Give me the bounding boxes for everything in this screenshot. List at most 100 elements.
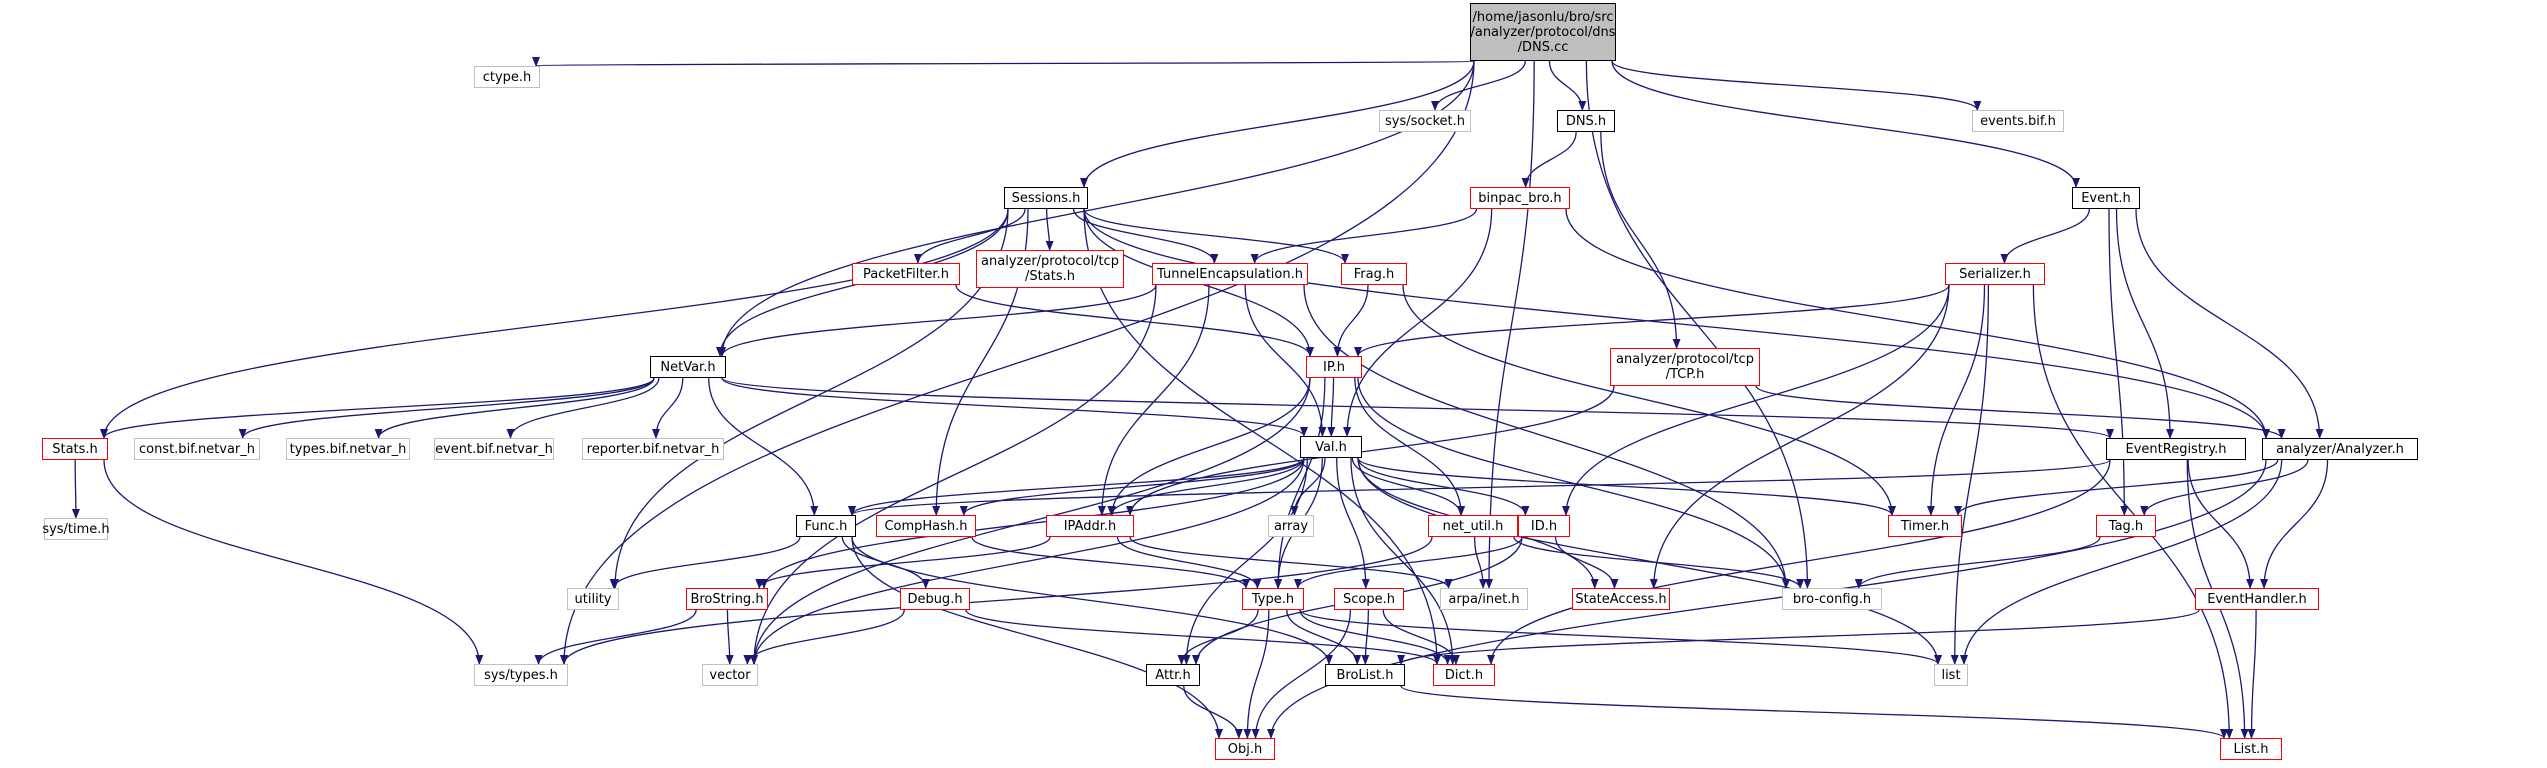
edge-iph-to-typeh xyxy=(1274,377,1326,589)
edge-valh-to-brostring xyxy=(760,457,1305,589)
node-binpac-bro-h[interactable]: binpac_bro.h xyxy=(1470,187,1570,209)
edge-typeh-to-list xyxy=(1299,609,1942,665)
edge-scope-to-dict xyxy=(1382,609,1460,665)
node-val-h[interactable]: Val.h xyxy=(1300,436,1362,458)
edge-tunnel-to-valh xyxy=(1244,284,1327,437)
edge-frag-to-timer xyxy=(1402,284,1896,516)
edge-tunnel-to-broconfig xyxy=(1303,284,1790,589)
node-timer-h[interactable]: Timer.h xyxy=(1888,515,1962,537)
node-utility[interactable]: utility xyxy=(567,588,619,610)
node-event-bif-netvar-h[interactable]: event.bif.netvar_h xyxy=(434,438,554,460)
node-serializer-h[interactable]: Serializer.h xyxy=(1945,263,2045,285)
node-scope-h[interactable]: Scope.h xyxy=(1334,588,1404,610)
node-tcp-stats-h[interactable]: analyzer/protocol/tcp /Stats.h xyxy=(976,250,1124,288)
node-type-h[interactable]: Type.h xyxy=(1242,588,1304,610)
edge-iph-to-netutil xyxy=(1354,377,1466,516)
node-eventhandler-h[interactable]: EventHandler.h xyxy=(2195,588,2319,610)
edge-typeh-to-obj xyxy=(1243,609,1270,739)
node-sys-time-h[interactable]: sys/time.h xyxy=(42,518,110,540)
edge-netvar-to-valh xyxy=(721,377,1308,437)
node-types-bif-netvar-h[interactable]: types.bif.netvar_h xyxy=(286,438,410,460)
node-analyzer-h[interactable]: analyzer/Analyzer.h xyxy=(2262,438,2418,460)
node-list[interactable]: list xyxy=(1934,664,1968,686)
edge-sessions-to-frag xyxy=(1083,208,1349,264)
node-debug-h[interactable]: Debug.h xyxy=(900,588,970,610)
edge-binpac-to-valh xyxy=(1343,208,1493,437)
edge-valh-to-vector xyxy=(750,457,1305,665)
node-dns-cc[interactable]: /home/jasonlu/bro/src /analyzer/protocol… xyxy=(1470,3,1616,61)
edge-event-to-analyzer xyxy=(2135,208,2324,439)
node-id-h[interactable]: ID.h xyxy=(1518,515,1570,537)
edge-frag-to-iph xyxy=(1333,284,1369,357)
edge-tcph-to-ipaddr xyxy=(1126,385,1615,516)
node-tunnelencapsulation-h[interactable]: TunnelEncapsulation.h xyxy=(1152,263,1308,285)
edge-scope-to-brolist xyxy=(1361,609,1370,665)
edge-root-to-event xyxy=(1611,60,2080,188)
node-reporter-bif-netvar-h[interactable]: reporter.bif.netvar_h xyxy=(582,438,724,460)
node-comphash-h[interactable]: CompHash.h xyxy=(876,515,976,537)
edge-event-to-tag xyxy=(2108,208,2129,516)
edge-root-to-dnsh xyxy=(1548,60,1587,111)
edge-iph-to-ipaddr xyxy=(1108,377,1311,516)
node-array[interactable]: array xyxy=(1268,515,1314,537)
edge-valh-to-comphash xyxy=(959,457,1305,516)
edge-analyzer-to-eventhandler xyxy=(2260,459,2329,589)
node-func-h[interactable]: Func.h xyxy=(796,515,856,537)
edge-analyzer-to-tag xyxy=(2140,459,2309,516)
edge-typeh-to-dict xyxy=(1299,609,1452,665)
edge-funch-to-obj xyxy=(851,536,1223,739)
edge-scope-to-obj xyxy=(1251,609,1352,739)
edge-funch-to-brolist xyxy=(851,536,1333,665)
node-frag-h[interactable]: Frag.h xyxy=(1341,263,1407,285)
edge-typeh-to-attr xyxy=(1177,609,1259,665)
edge-serializer-to-listh xyxy=(2032,284,2234,739)
node-tag-h[interactable]: Tag.h xyxy=(2096,515,2156,537)
edge-debug-to-vector xyxy=(743,609,905,665)
edge-tcph-to-analyzer xyxy=(1755,385,2286,439)
node-ip-h[interactable]: IP.h xyxy=(1306,356,1362,378)
node-ipaddr-h[interactable]: IPAddr.h xyxy=(1046,515,1134,537)
node-netvar-h[interactable]: NetVar.h xyxy=(650,356,726,378)
node-events-bif-h[interactable]: events.bif.h xyxy=(1972,110,2064,132)
node-packetfilter-h[interactable]: PacketFilter.h xyxy=(852,263,960,285)
node-list-h[interactable]: List.h xyxy=(2220,738,2282,760)
edge-netutil-to-broconfig xyxy=(1513,536,1805,589)
edge-brolist-to-listh xyxy=(1400,685,2228,739)
node-const-bif-netvar-h[interactable]: const.bif.netvar_h xyxy=(134,438,260,460)
edge-serializer-to-timer xyxy=(1926,284,1986,516)
node-dns-h[interactable]: DNS.h xyxy=(1557,110,1615,132)
edge-analyzer-to-list xyxy=(1960,459,2283,665)
node-attr-h[interactable]: Attr.h xyxy=(1146,664,1200,686)
node-tcp-h[interactable]: analyzer/protocol/tcp /TCP.h xyxy=(1610,348,1760,386)
node-arpa-inet-h[interactable]: arpa/inet.h xyxy=(1440,588,1528,610)
edge-netvar-to-constbif xyxy=(238,377,655,439)
edge-sessions-to-packetfilter xyxy=(913,208,1026,264)
edge-serializer-to-stateaccess xyxy=(1649,284,1950,589)
node-sys-socket-h[interactable]: sys/socket.h xyxy=(1379,110,1471,132)
edge-root-to-arpa xyxy=(1485,60,1535,589)
node-stats-h[interactable]: Stats.h xyxy=(42,438,108,460)
node-sessions-h[interactable]: Sessions.h xyxy=(1004,187,1088,209)
edge-event-to-eventregistry xyxy=(2115,208,2175,439)
edge-attr-to-obj xyxy=(1183,685,1243,739)
node-ctype-h[interactable]: ctype.h xyxy=(474,66,540,88)
node-sys-types-h[interactable]: sys/types.h xyxy=(474,664,568,686)
edge-analyzer-to-timer xyxy=(1954,459,2279,516)
edge-eventregistry-to-funch xyxy=(848,459,2111,516)
node-event-h[interactable]: Event.h xyxy=(2072,187,2140,209)
edge-idh-to-stateaccess xyxy=(1554,536,1619,589)
edge-valh-to-funch xyxy=(848,457,1305,516)
edge-eventhandler-to-listh xyxy=(2247,609,2257,739)
node-eventregistry-h[interactable]: EventRegistry.h xyxy=(2106,438,2246,460)
node-brolist-h[interactable]: BroList.h xyxy=(1325,664,1405,686)
edge-ipaddr-to-arpa xyxy=(1129,536,1453,589)
node-dict-h[interactable]: Dict.h xyxy=(1433,664,1495,686)
node-vector[interactable]: vector xyxy=(702,664,758,686)
node-bro-config-h[interactable]: bro-config.h xyxy=(1782,588,1882,610)
node-brostring-h[interactable]: BroString.h xyxy=(686,588,768,610)
edge-valh-to-attr xyxy=(1182,457,1308,665)
node-net-util-h[interactable]: net_util.h xyxy=(1428,515,1518,537)
node-obj-h[interactable]: Obj.h xyxy=(1215,738,1275,760)
edge-tag-to-broconfig xyxy=(1854,536,2101,589)
node-stateaccess-h[interactable]: StateAccess.h xyxy=(1572,588,1670,610)
